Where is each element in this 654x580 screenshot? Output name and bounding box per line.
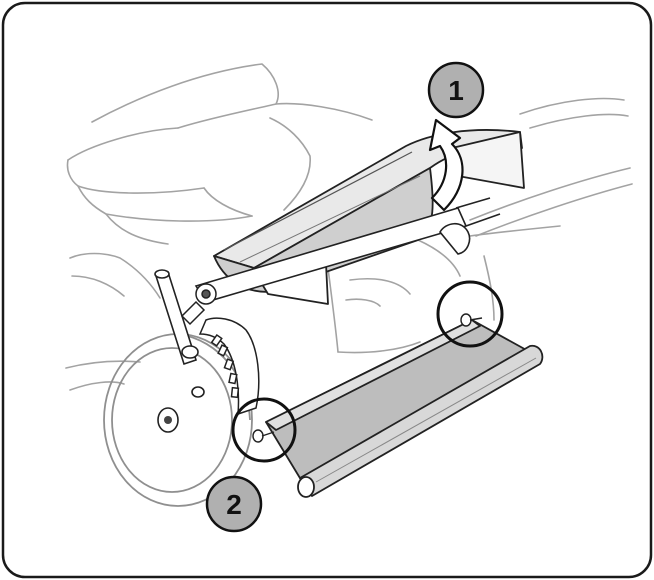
callout-2-label: 2	[226, 489, 242, 520]
pivot-highlight-circle-icon	[231, 280, 504, 463]
callout-1-label: 1	[448, 75, 464, 106]
curved-up-arrow-icon	[428, 118, 464, 212]
hinge-bolt	[180, 283, 217, 326]
callout-1: 1	[427, 61, 485, 119]
height-adjuster-bracket	[198, 317, 260, 416]
flap-pivot-pins	[252, 313, 483, 443]
callout-2: 2	[205, 475, 263, 533]
adjustment-lever	[154, 269, 205, 398]
roller-flap	[265, 319, 544, 498]
rear-flap-cover	[213, 129, 525, 305]
mower-body-outline	[65, 63, 633, 391]
